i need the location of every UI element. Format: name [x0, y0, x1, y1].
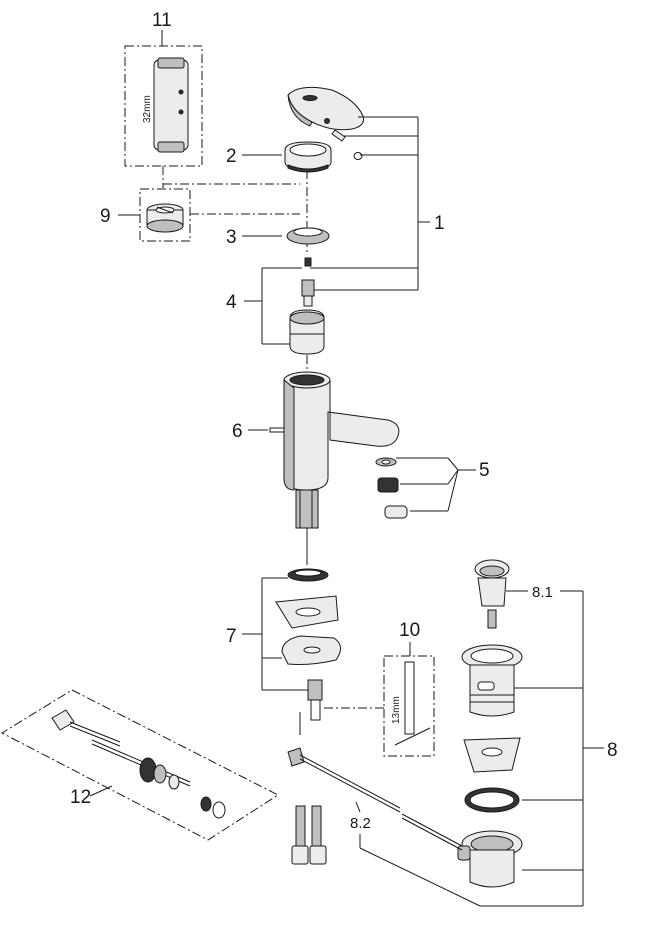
label-5: 5 [479, 460, 490, 481]
label-8-2: 8.2 [350, 815, 371, 832]
faucet-body [283, 371, 400, 529]
part-11-tool-32mm: 11 32mm [124, 10, 203, 167]
part-3-ring: 3 [226, 227, 330, 248]
label-6: 6 [232, 421, 243, 442]
label-8-1: 8.1 [532, 584, 553, 601]
supply-hoses [291, 805, 327, 865]
label-8: 8 [607, 740, 618, 761]
label-4: 4 [226, 292, 237, 313]
label-9: 9 [100, 206, 111, 227]
dimension-32mm: 32mm [142, 95, 153, 123]
dimension-13mm: 13mm [391, 696, 402, 724]
part-8-2-lift-rod: 8.2 [287, 747, 583, 907]
label-11: 11 [152, 10, 172, 31]
part-8-drain: 8.1 8 [457, 559, 618, 906]
label-7: 7 [226, 626, 237, 647]
label-1: 1 [434, 213, 445, 234]
label-2: 2 [226, 146, 237, 167]
part-10-tool-13mm: 10 13mm [383, 620, 435, 757]
part-5-aerator: 5 [375, 457, 490, 519]
label-12: 12 [70, 787, 91, 808]
part-4-cartridge: 4 [226, 257, 325, 355]
part-9-cap: 9 [100, 188, 191, 242]
label-3: 3 [226, 227, 237, 248]
part-12-rod-assembly: 12 [0, 689, 280, 841]
part-7-mounting: 7 [226, 528, 341, 735]
handle [287, 86, 364, 160]
part-2-cover: 2 [226, 141, 332, 173]
label-10: 10 [399, 620, 420, 641]
